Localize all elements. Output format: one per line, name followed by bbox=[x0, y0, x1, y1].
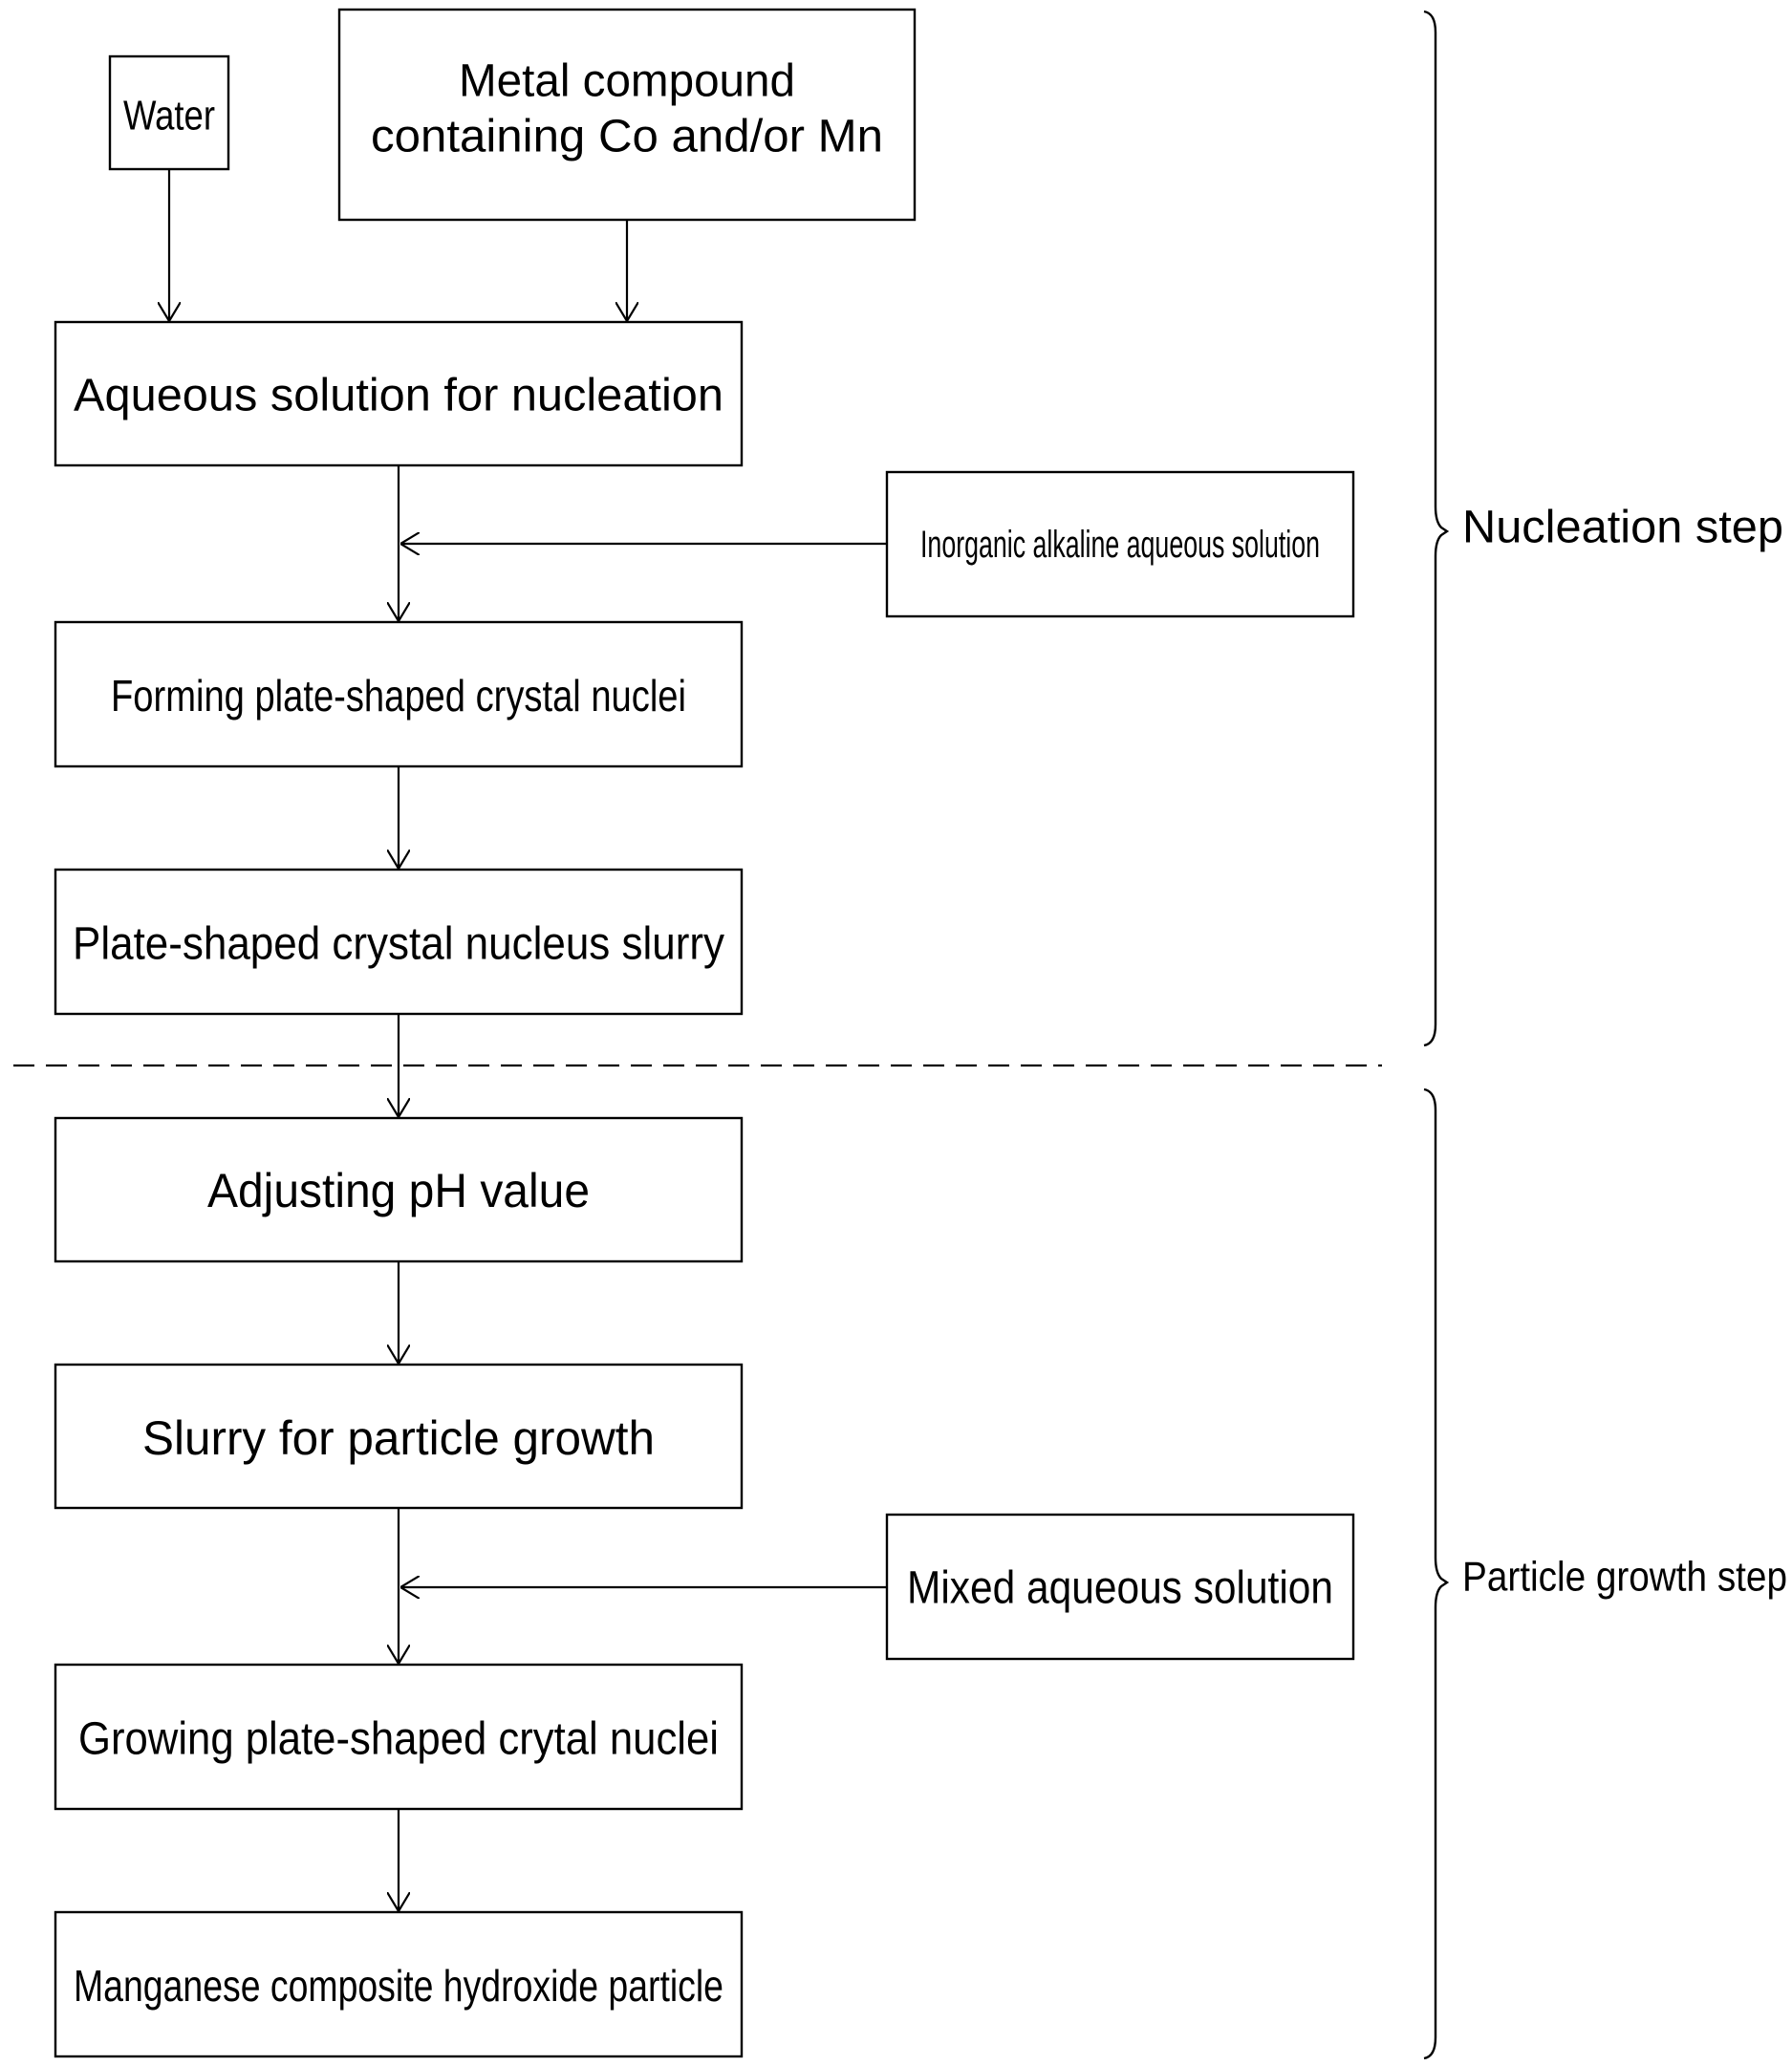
water-node: Water bbox=[108, 54, 230, 171]
growing-nuclei-node: Growing plate-shaped crytal nuclei bbox=[54, 1663, 744, 1811]
adjusting-ph-label: Adjusting pH value bbox=[207, 1164, 590, 1217]
aqueous-solution-node: Aqueous solution for nucleation bbox=[54, 320, 744, 467]
metal-compound-label-line1: Metal compound bbox=[459, 56, 795, 107]
growing-nuclei-label: Growing plate-shaped crytal nuclei bbox=[78, 1714, 719, 1765]
forming-nuclei-node: Forming plate-shaped crystal nuclei bbox=[54, 620, 744, 768]
mixed-aqueous-node: Mixed aqueous solution bbox=[885, 1513, 1355, 1661]
manganese-particle-node: Manganese composite hydroxide particle bbox=[54, 1910, 744, 2058]
mixed-aqueous-label: Mixed aqueous solution bbox=[907, 1563, 1333, 1614]
metal-compound-label-line2: containing Co and/or Mn bbox=[371, 112, 883, 162]
nucleus-slurry-label: Plate-shaped crystal nucleus slurry bbox=[73, 919, 724, 970]
slurry-growth-label: Slurry for particle growth bbox=[142, 1411, 655, 1465]
particle-growth-step-label: Particle growth step bbox=[1462, 1554, 1787, 1601]
water-label: Water bbox=[123, 93, 215, 140]
manganese-particle-label: Manganese composite hydroxide particle bbox=[74, 1961, 723, 2011]
forming-nuclei-label: Forming plate-shaped crystal nuclei bbox=[111, 671, 686, 721]
inorganic-alkaline-label: Inorganic alkaline aqueous solution bbox=[920, 524, 1320, 566]
nucleus-slurry-node: Plate-shaped crystal nucleus slurry bbox=[54, 868, 744, 1016]
adjusting-ph-node: Adjusting pH value bbox=[54, 1116, 744, 1263]
particle-growth-brace bbox=[1423, 1087, 1450, 2060]
slurry-growth-node: Slurry for particle growth bbox=[54, 1363, 744, 1510]
metal-compound-node: Metal compound containing Co and/or Mn bbox=[337, 8, 917, 222]
nucleation-step-label: Nucleation step bbox=[1462, 503, 1783, 553]
aqueous-solution-label: Aqueous solution for nucleation bbox=[74, 371, 723, 421]
inorganic-alkaline-node: Inorganic alkaline aqueous solution bbox=[885, 470, 1355, 618]
nucleation-brace bbox=[1423, 10, 1450, 1047]
